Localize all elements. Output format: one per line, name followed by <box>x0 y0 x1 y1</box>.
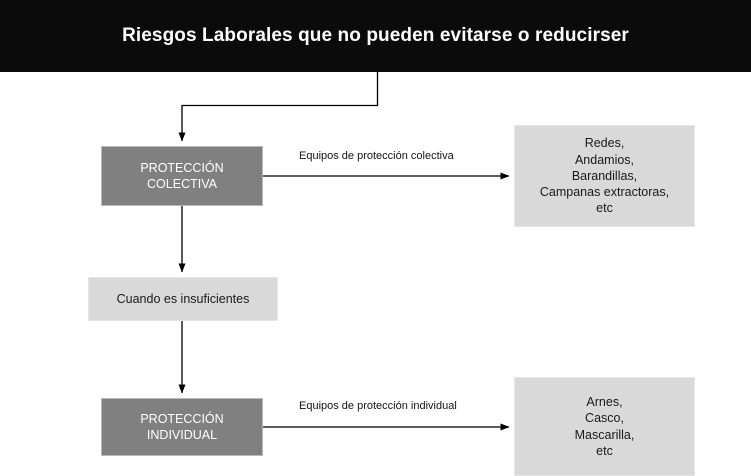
node-equipos-proteccion-individual[interactable]: Arnes, Casco, Mascarilla, etc <box>514 377 695 476</box>
node-equipos-proteccion-individual-label: Arnes, Casco, Mascarilla, etc <box>574 395 635 458</box>
node-proteccion-colectiva[interactable]: PROTECCIÓN COLECTIVA <box>101 146 263 206</box>
edge-label-equipos-individual: Equipos de protección individual <box>299 400 457 412</box>
node-cuando-es-insuficientes-label: Cuando es insuficientes <box>116 291 250 306</box>
node-proteccion-colectiva-label: PROTECCIÓN COLECTIVA <box>140 160 224 191</box>
page-title: Riesgos Laborales que no pueden evitarse… <box>122 25 629 46</box>
node-equipos-proteccion-colectiva-label: Redes, Andamios, Barandillas, Campanas e… <box>539 136 670 216</box>
node-proteccion-individual[interactable]: PROTECCIÓN INDIVIDUAL <box>101 398 263 456</box>
node-cuando-es-insuficientes[interactable]: Cuando es insuficientes <box>88 277 278 321</box>
node-proteccion-individual-label: PROTECCIÓN INDIVIDUAL <box>140 411 224 442</box>
diagram-title-bar: Riesgos Laborales que no pueden evitarse… <box>0 0 751 72</box>
edge-label-equipos-colectiva: Equipos de protección colectiva <box>299 150 454 162</box>
node-equipos-proteccion-colectiva[interactable]: Redes, Andamios, Barandillas, Campanas e… <box>514 125 695 227</box>
connector-title-to-colectiva <box>178 72 379 142</box>
